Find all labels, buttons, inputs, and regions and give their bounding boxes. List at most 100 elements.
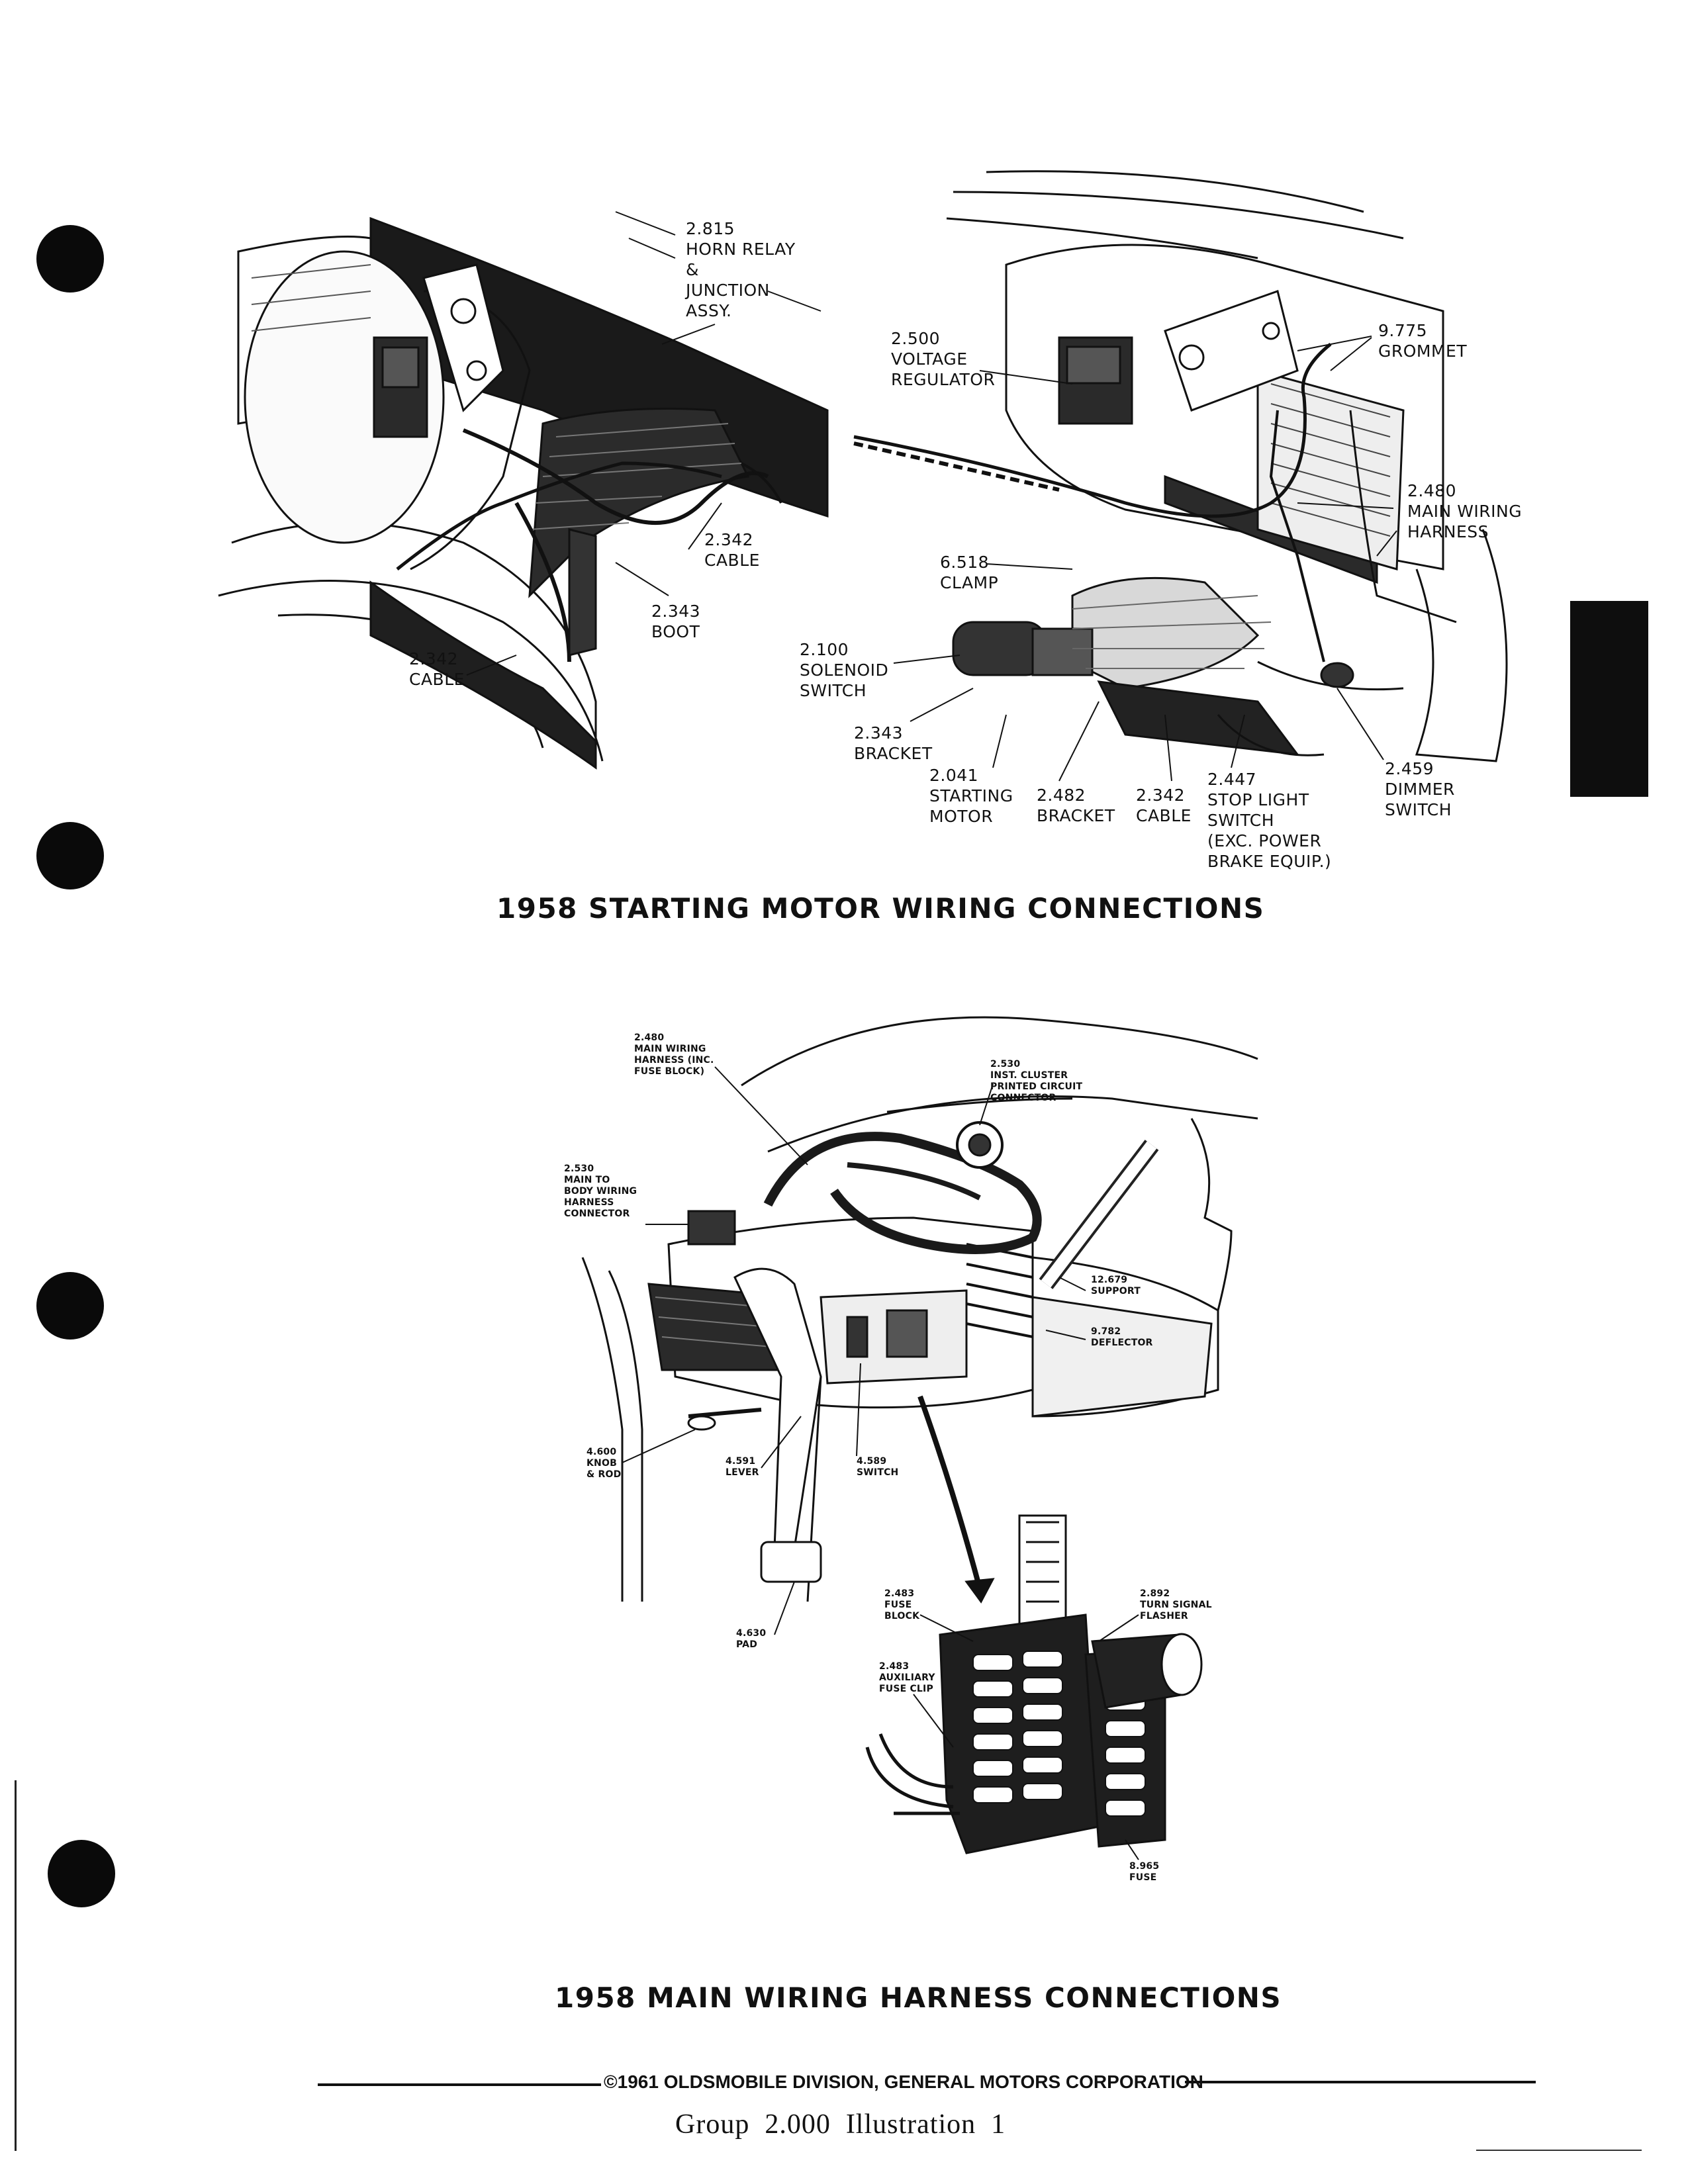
callout-cable-2342-a: 2.342 CABLE [704, 529, 760, 570]
callout-line: MAIN TO [564, 1175, 610, 1185]
callout-line: 2.100 [800, 640, 849, 659]
callout-grommet: 9.775 GROMMET [1378, 320, 1467, 361]
callout-horn-relay-line: HORN RELAY [686, 240, 796, 259]
callout-line: AUXILIARY [879, 1672, 935, 1683]
callout-deflector: 9.782 DEFLECTOR [1091, 1326, 1153, 1349]
callout-line: SOLENOID [800, 660, 889, 680]
callout-line: HARNESS (INC. [634, 1055, 714, 1066]
callout-line: STOP LIGHT [1207, 790, 1309, 809]
callout-line: 9.782 [1091, 1326, 1121, 1337]
callout-line: 2.482 [1037, 786, 1086, 805]
callout-lever: 4.591 LEVER [726, 1456, 759, 1479]
callout-line: MOTOR [929, 807, 994, 826]
callout-voltage-regulator: 2.500 VOLTAGE REGULATOR [891, 328, 995, 390]
callout-knob-rod: 4.600 KNOB & ROD [586, 1447, 621, 1480]
callout-line: MAIN WIRING [1407, 502, 1523, 521]
callout-line: BRAKE EQUIP.) [1207, 852, 1332, 871]
callout-line: BLOCK [884, 1611, 920, 1621]
callout-support: 12.679 SUPPORT [1091, 1275, 1141, 1297]
figure2-title: 1958 MAIN WIRING HARNESS CONNECTIONS [555, 1981, 1282, 2014]
callout-line: HARNESS [1407, 522, 1489, 541]
callout-line: SWITCH [857, 1467, 899, 1478]
callout-line: INST. CLUSTER [990, 1070, 1068, 1081]
callout-line: 2.483 [884, 1588, 915, 1599]
callout-line: 2.483 [879, 1661, 910, 1672]
callout-line: FLASHER [1140, 1611, 1188, 1621]
footer-rule-right [1185, 2081, 1536, 2083]
callout-line: BODY WIRING [564, 1186, 637, 1197]
callout-line: 4.600 [586, 1447, 617, 1457]
callout-line: KNOB [586, 1458, 617, 1469]
callout-main-wiring-harness: 2.480 MAIN WIRING HARNESS [1407, 480, 1522, 542]
callout-line: MAIN WIRING [634, 1044, 706, 1054]
callout-turn-signal-flasher: 2.892 TURN SIGNAL FLASHER [1140, 1588, 1212, 1622]
callout-line: 2.342 [704, 530, 754, 549]
section-edge-tab [1570, 601, 1648, 797]
callout-line: 4.630 [736, 1628, 767, 1639]
callout-cable-2342-c: 2.342 CABLE [1136, 785, 1192, 826]
callout-line: CONNECTOR [990, 1093, 1056, 1103]
callout-line: TURN SIGNAL [1140, 1600, 1212, 1610]
binder-hole-4 [48, 1840, 115, 1907]
callout-line: 4.591 [726, 1456, 756, 1467]
callout-cable-2342-b: 2.342 CABLE [409, 649, 465, 690]
callout-line: CLAMP [940, 573, 999, 592]
callout-line: CABLE [704, 551, 760, 570]
callout-stop-light-switch: 2.447 STOP LIGHT SWITCH (EXC. POWER BRAK… [1207, 769, 1331, 872]
binder-hole-1 [36, 225, 104, 293]
callout-line: STARTING [929, 786, 1013, 805]
callout-line: LEVER [726, 1467, 759, 1478]
callout-line: 2.530 [990, 1059, 1021, 1069]
figure1-title: 1958 STARTING MOTOR WIRING CONNECTIONS [496, 892, 1265, 925]
callout-line: BOOT [651, 622, 700, 641]
callout-line: DIMMER [1385, 780, 1455, 799]
callout-line: SWITCH [1207, 811, 1275, 830]
callout-line: 4.589 [857, 1456, 887, 1467]
callout-fuse-block: 2.483 FUSE BLOCK [884, 1588, 919, 1622]
callout-line: 6.518 [940, 553, 990, 572]
callout-horn-relay-line: & [686, 260, 699, 279]
binder-hole-2 [36, 822, 104, 889]
callout-pad: 4.630 PAD [736, 1628, 766, 1651]
group-illustration-number: Group 2.000 Illustration 1 [675, 2109, 1006, 2140]
callout-horn-relay-line: 2.815 [686, 219, 735, 238]
callout-line: HARNESS [564, 1197, 614, 1208]
callout-line: 2.500 [891, 329, 941, 348]
callout-bracket-2482: 2.482 BRACKET [1037, 785, 1115, 826]
callout-clamp: 6.518 CLAMP [940, 552, 998, 593]
callout-aux-fuse-clip: 2.483 AUXILIARY FUSE CLIP [879, 1661, 935, 1695]
callout-main-to-body-connector: 2.530 MAIN TO BODY WIRING HARNESS CONNEC… [564, 1163, 637, 1220]
callout-line: DEFLECTOR [1091, 1338, 1153, 1348]
callout-boot-2343: 2.343 BOOT [651, 601, 700, 642]
callout-switch-4589: 4.589 SWITCH [857, 1456, 898, 1479]
callout-line: PRINTED CIRCUIT [990, 1081, 1083, 1092]
callout-line: 2.480 [634, 1032, 665, 1043]
callout-line: 8.965 [1129, 1861, 1160, 1872]
callout-horn-relay-line: ASSY. [686, 301, 732, 320]
callout-line: FUSE [884, 1600, 912, 1610]
callout-line: 2.343 [651, 602, 701, 621]
callout-line: BRACKET [1037, 806, 1115, 825]
callout-line: SWITCH [1385, 800, 1452, 819]
callout-line: & ROD [586, 1469, 622, 1480]
bottom-right-rule [1476, 2150, 1642, 2151]
copyright-notice: ©1961 OLDSMOBILE DIVISION, GENERAL MOTOR… [604, 2071, 1203, 2092]
callout-line: CABLE [1136, 806, 1192, 825]
callout-line: GROMMET [1378, 341, 1468, 361]
callout-line: CONNECTOR [564, 1208, 630, 1219]
callout-line: BRACKET [854, 744, 933, 763]
callout-line: 2.041 [929, 766, 979, 785]
callout-solenoid-switch: 2.100 SOLENOID SWITCH [800, 639, 888, 701]
callout-line: 2.892 [1140, 1588, 1170, 1599]
callout-line: FUSE BLOCK) [634, 1066, 705, 1077]
callout-line: FUSE [1129, 1872, 1157, 1883]
callout-line: FUSE CLIP [879, 1684, 933, 1694]
callout-line: 2.342 [409, 649, 459, 668]
callout-fuse: 8.965 FUSE [1129, 1861, 1159, 1884]
callout-line: 12.679 [1091, 1275, 1128, 1285]
callout-line: CABLE [409, 670, 465, 689]
callout-line: SUPPORT [1091, 1286, 1141, 1297]
